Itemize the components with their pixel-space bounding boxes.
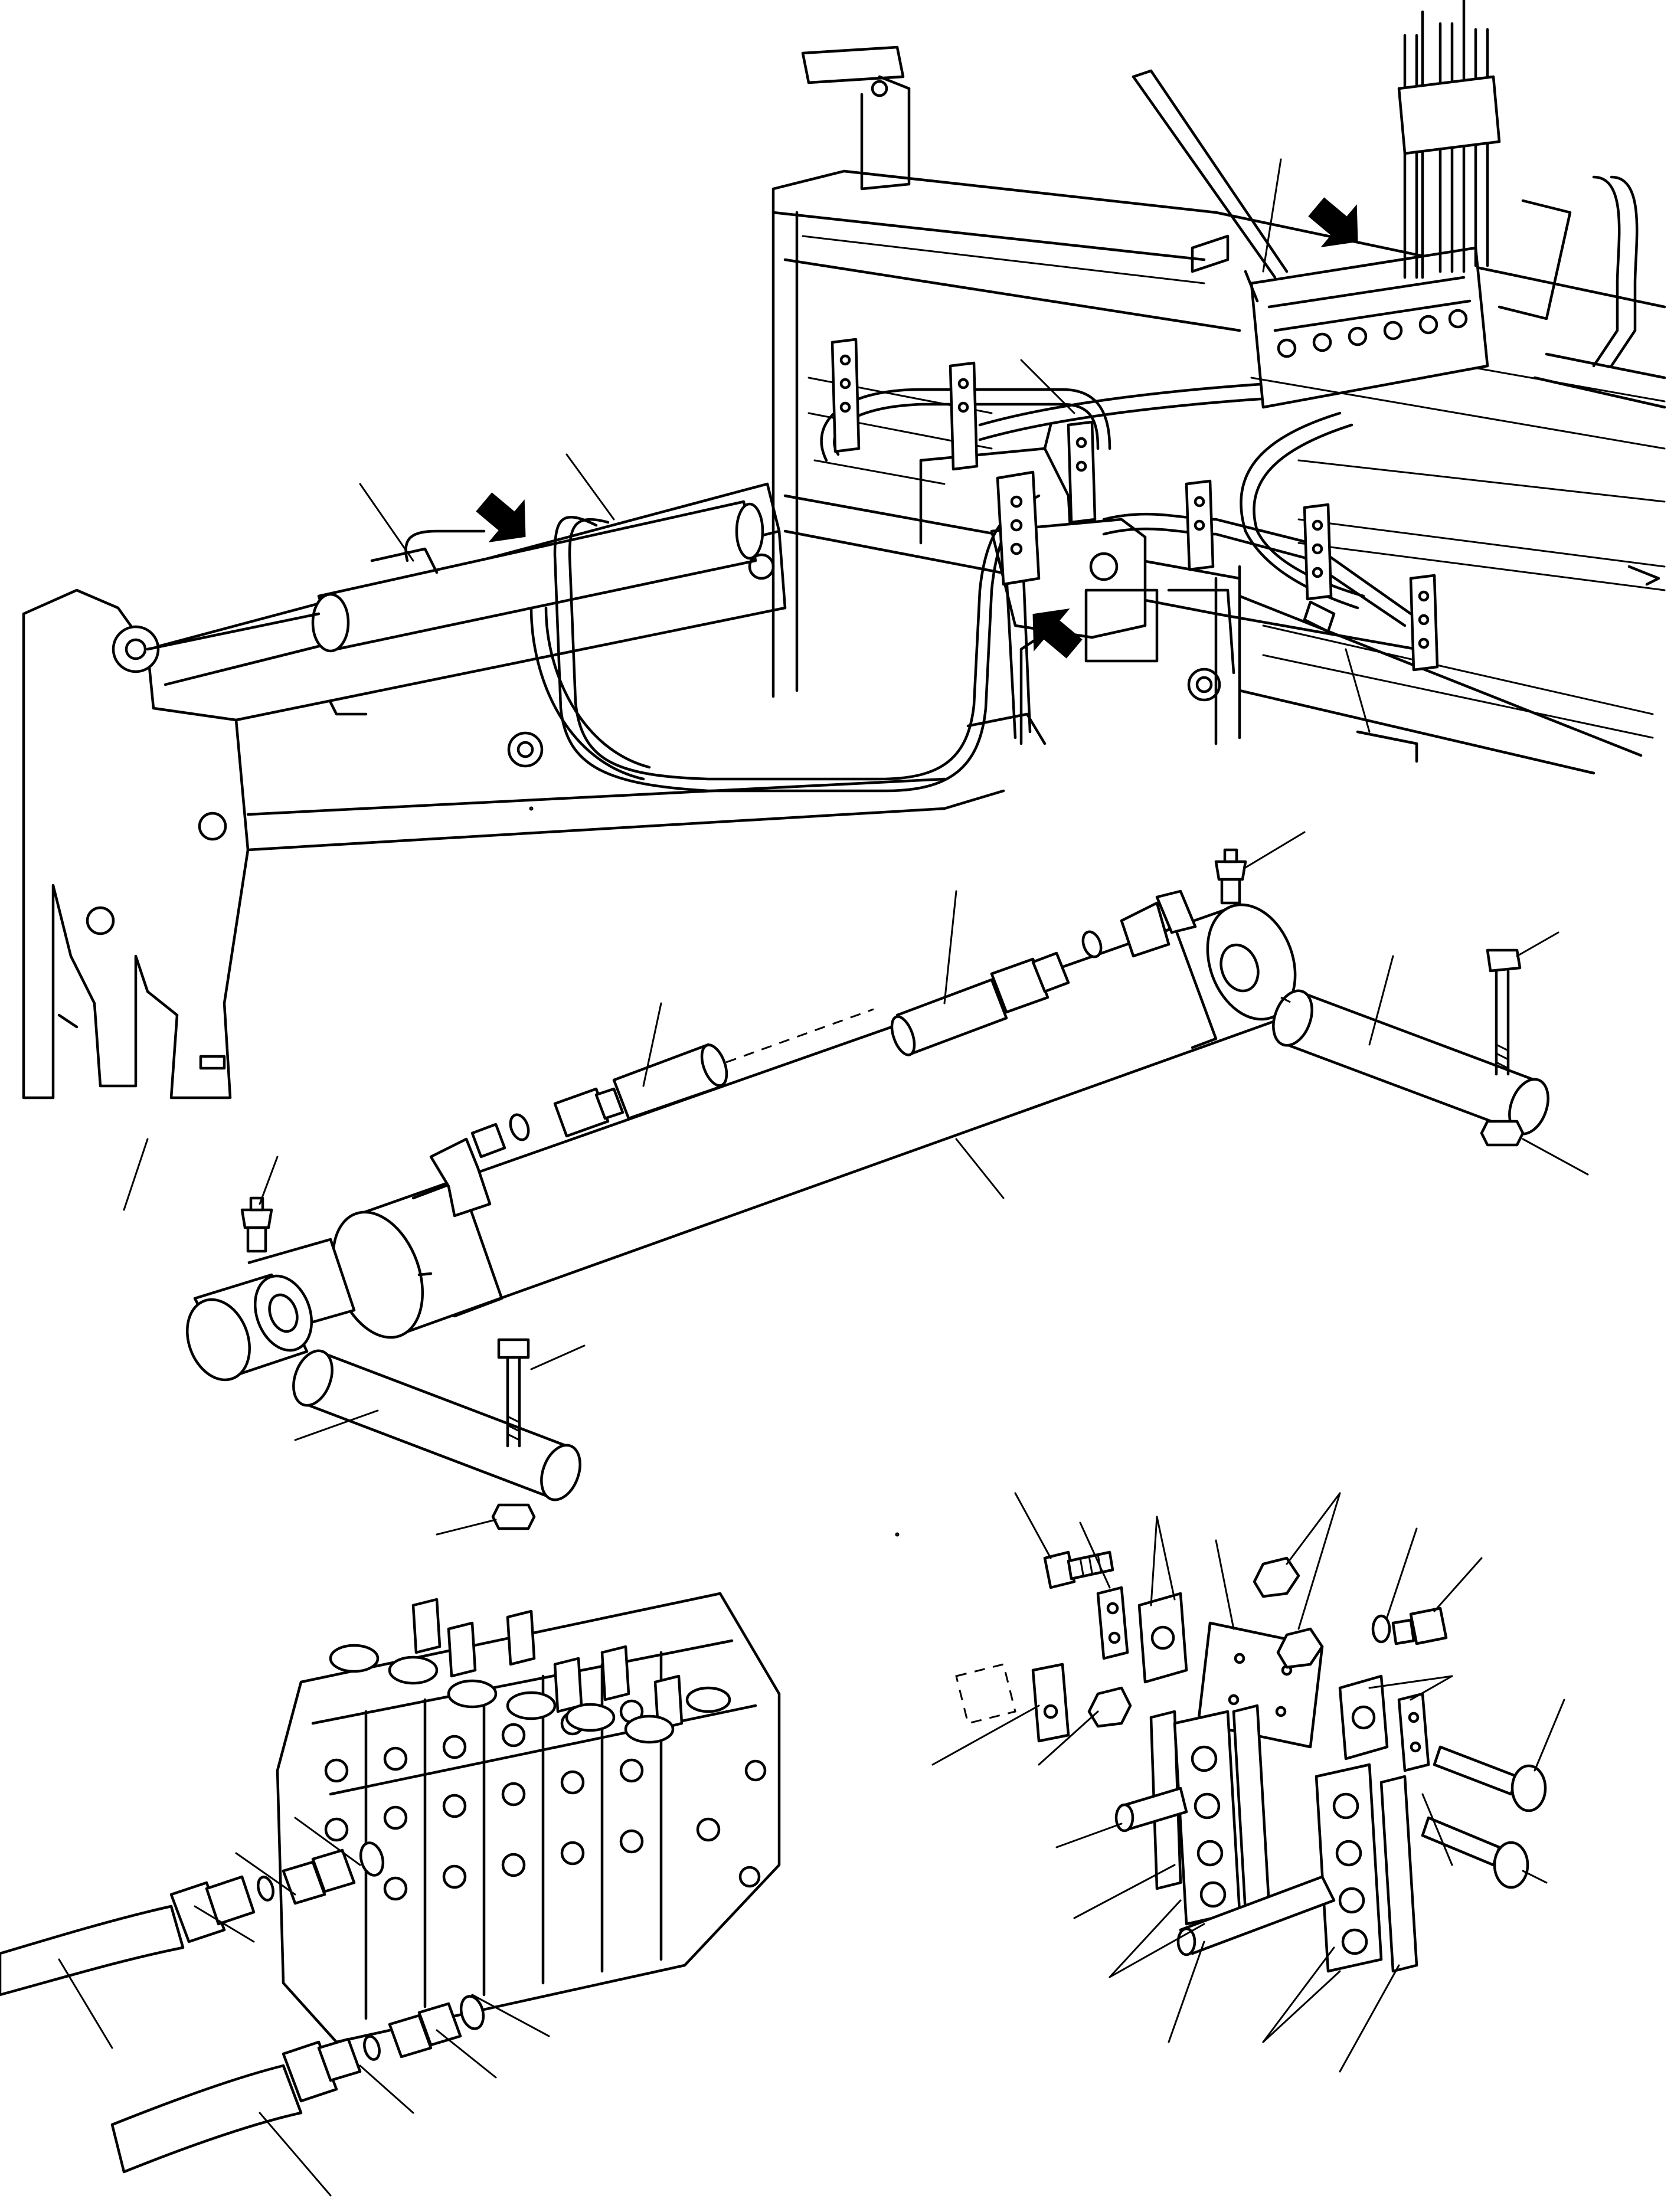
- clamp-block-top-left[interactable]: [1137, 1592, 1188, 1684]
- o-ring-upper-large[interactable]: [357, 1840, 386, 1877]
- adapter-left[interactable]: [553, 1087, 625, 1138]
- boom-cylinder-installed: [146, 500, 775, 653]
- adapter-lower[interactable]: [388, 2002, 462, 2059]
- spacer-clamp[interactable]: [1031, 1663, 1070, 1743]
- bolt-clamp-left[interactable]: [1043, 1550, 1114, 1589]
- clamp-block-left[interactable]: [1173, 1710, 1241, 1926]
- assembly-axis-right: [1280, 996, 1293, 1004]
- hose-right[interactable]: [887, 978, 1008, 1058]
- elbow-fitting-left[interactable]: [429, 1123, 506, 1218]
- clamp-block-right[interactable]: [1315, 1763, 1383, 1973]
- hose-upper[interactable]: [0, 1875, 256, 1997]
- assembly-axis-left: [725, 1008, 874, 1064]
- nut-right[interactable]: [1480, 1120, 1525, 1147]
- rod-eye[interactable]: [176, 1238, 356, 1389]
- hose-left[interactable]: [612, 1042, 731, 1120]
- nut-clamp-top[interactable]: [1253, 1556, 1324, 1669]
- control-valve-block[interactable]: [276, 1592, 781, 2044]
- pin-left[interactable]: [286, 1346, 587, 1506]
- adapter-right[interactable]: [990, 951, 1070, 1014]
- hydraulic-cylinder[interactable]: [317, 892, 1310, 1350]
- stray-mark: [895, 1532, 900, 1537]
- valve-bank-connection-view: [0, 1592, 781, 2197]
- o-ring-left[interactable]: [507, 1112, 531, 1143]
- arrow-pointer-cylinder: [476, 492, 526, 543]
- o-ring-right[interactable]: [1080, 930, 1104, 960]
- bolt-left[interactable]: [497, 1338, 530, 1448]
- grease-fitting-right[interactable]: [1214, 848, 1247, 905]
- arrow-pointers: [476, 197, 1358, 659]
- nut-left[interactable]: [491, 1503, 536, 1530]
- hose-lower[interactable]: [110, 2037, 362, 2174]
- arrow-pointer-valve: [1308, 197, 1358, 248]
- bolt-clamp-lower-long[interactable]: [1421, 1816, 1529, 1889]
- elbow-fitting-right[interactable]: [1120, 889, 1197, 958]
- nut-clamp-side[interactable]: [1087, 1686, 1132, 1728]
- leader-lines-valve: [58, 1817, 550, 2197]
- hose-clamp-exploded-view: [931, 1492, 1565, 2073]
- clamp-plate-small-top[interactable]: [1096, 1586, 1129, 1660]
- cylinder-exploded-view: [123, 831, 1589, 1536]
- boom-arm: [22, 482, 1005, 1100]
- clamp-plate-small-right[interactable]: [1397, 1692, 1430, 1772]
- arrow-pointer-clamp: [1032, 608, 1083, 659]
- upright-post: [801, 45, 911, 191]
- leader-lines-overview: [359, 158, 1371, 733]
- tube-clamp-long[interactable]: [1176, 1875, 1336, 1956]
- machine-overview-view: [22, 0, 1666, 1100]
- control-valve-bank-installed: [1132, 0, 1666, 450]
- clamp-bar-right-outer[interactable]: [1379, 1775, 1418, 1973]
- o-ring-upper-small[interactable]: [256, 1876, 276, 1902]
- clamp-block-right-top[interactable]: [1338, 1674, 1389, 1761]
- clamp-outline-ghost: [955, 1663, 1016, 1725]
- bolt-right[interactable]: [1486, 948, 1522, 1076]
- o-ring-lower-small[interactable]: [362, 2035, 382, 2062]
- leader-lines-clamp: [931, 1492, 1565, 2073]
- adapter-upper[interactable]: [282, 1848, 356, 1905]
- bolt-clamp-right-top[interactable]: [1391, 1606, 1448, 1645]
- grease-fitting-left[interactable]: [240, 1196, 273, 1253]
- boom-pivot-bracket: [919, 423, 1159, 745]
- washer-clamp[interactable]: [1371, 1614, 1391, 1644]
- hose-clamps-installed: [831, 338, 1439, 672]
- o-ring-lower-large[interactable]: [457, 1994, 486, 2031]
- pin-right[interactable]: [1266, 986, 1555, 1140]
- hose-bundle: [404, 364, 1413, 793]
- leader-lines-cylinder: [123, 831, 1589, 1536]
- bolt-clamp-right-long[interactable]: [1433, 1745, 1547, 1812]
- stray-mark: [529, 806, 534, 811]
